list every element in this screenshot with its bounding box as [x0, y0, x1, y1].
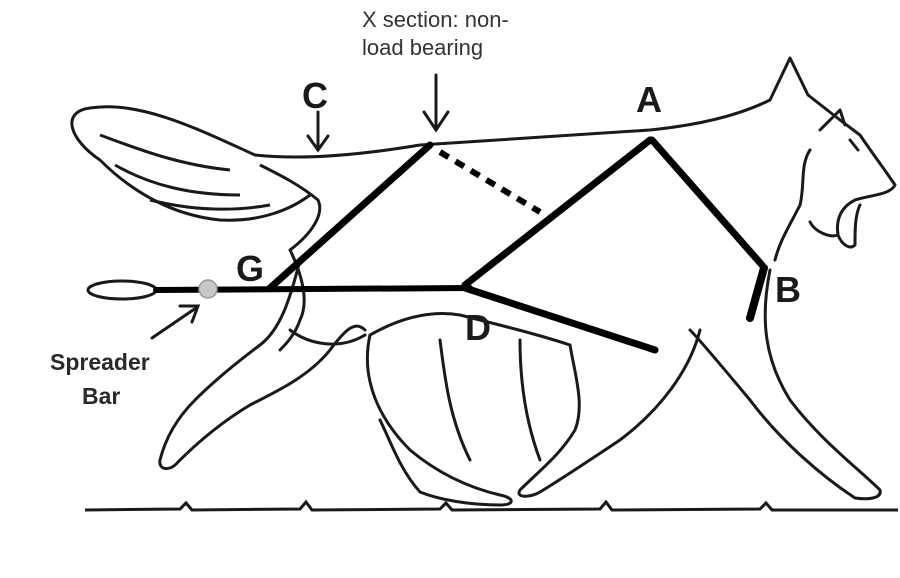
c-arrowhead: [306, 134, 330, 153]
point-g-label: G: [236, 248, 264, 289]
harness-g-to-x: [266, 141, 434, 292]
harness: [153, 136, 768, 354]
spreader-arrow: [150, 306, 198, 340]
x-section-arrowhead: [422, 110, 450, 133]
x-section-label-line2: load bearing: [362, 35, 483, 60]
arrows: [150, 73, 450, 340]
spreader-label-line1: Spreader: [50, 349, 150, 375]
harness-a-to-b: [648, 136, 766, 269]
point-b-label: B: [775, 269, 801, 310]
dog-outline: [158, 56, 897, 507]
ground-line: [84, 499, 898, 512]
harness-d-to-a: [461, 136, 654, 289]
point-d-label: D: [465, 307, 491, 348]
x-section-label-line1: X section: non-: [362, 7, 509, 32]
point-a-label: A: [636, 79, 662, 120]
dog-tail: [70, 105, 322, 252]
spreader-ring: [86, 279, 158, 301]
spreader-bar-dot: [198, 279, 218, 299]
harness-d-to-belly: [461, 284, 659, 354]
point-c-label: C: [302, 75, 328, 116]
spreader-label-line2: Bar: [82, 383, 120, 409]
harness-x-section-dashed: [438, 149, 542, 215]
harness-b-strap: [746, 264, 768, 322]
spreader-arrowhead: [178, 304, 201, 324]
